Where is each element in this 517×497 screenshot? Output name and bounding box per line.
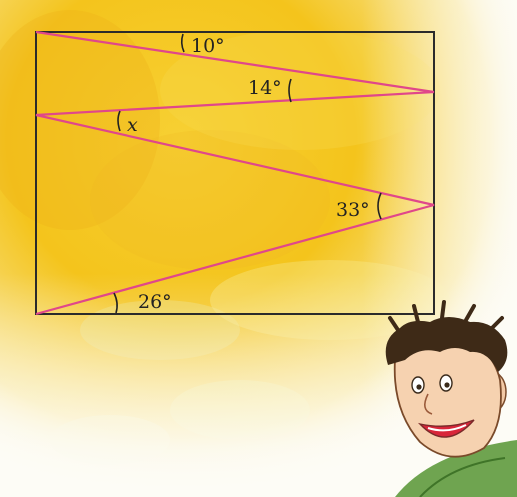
angle-label-unknown-x: x: [127, 114, 138, 136]
rectangle-frame: [35, 31, 435, 315]
arc-left: [117, 110, 121, 132]
angle-label-top: 10°: [191, 35, 225, 57]
cartoon-boy-illustration: [385, 300, 517, 497]
arc-bottom: [113, 292, 118, 314]
zigzag-line: [35, 30, 435, 316]
angle-label-upper-right: 14°: [248, 77, 282, 99]
arc-top: [180, 33, 185, 53]
angle-label-bottom: 26°: [138, 291, 172, 313]
arc-upper-right: [288, 78, 292, 103]
arc-lower-right: [377, 192, 382, 220]
angle-label-lower-right: 33°: [336, 199, 370, 221]
